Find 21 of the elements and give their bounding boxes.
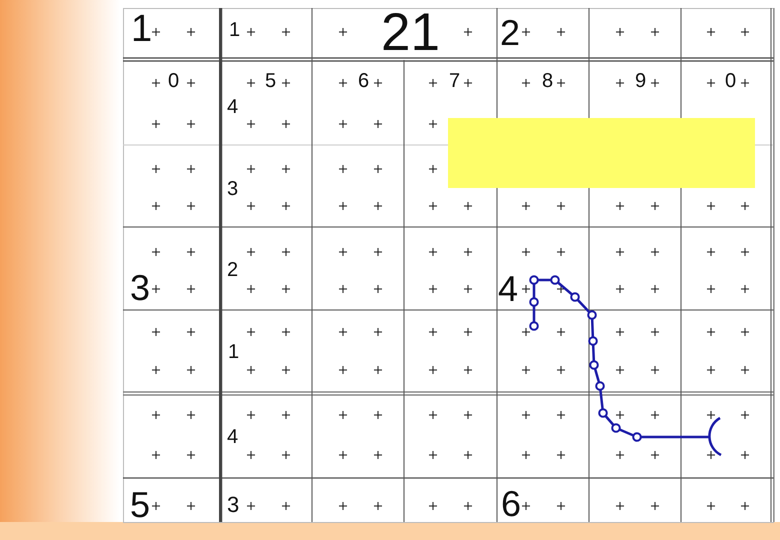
grid-number: 2 xyxy=(227,260,238,280)
grid-number: 6 xyxy=(501,486,522,522)
grid-number: 8 xyxy=(542,71,554,91)
grid-number: 7 xyxy=(449,71,460,91)
grid-number: 4 xyxy=(498,271,518,307)
grid-number: 5 xyxy=(265,71,276,91)
grid-number: 4 xyxy=(227,97,238,117)
grid-number: 0 xyxy=(168,71,180,91)
grid-number: 21 xyxy=(381,6,440,59)
grid-number: 1 xyxy=(229,20,240,40)
grid-number: 3 xyxy=(227,494,240,516)
grid-number: 5 xyxy=(130,487,150,523)
grid-number: 1 xyxy=(131,10,152,48)
grid-number: 9 xyxy=(635,71,646,91)
grid-number: 2 xyxy=(500,15,520,51)
grid-number: 4 xyxy=(227,427,238,447)
grid-number: 0 xyxy=(725,71,736,91)
grid-number: 3 xyxy=(130,270,150,306)
grid-number: 1 xyxy=(228,342,240,362)
grid-number: 3 xyxy=(227,179,238,199)
grid-number: 6 xyxy=(358,71,370,91)
